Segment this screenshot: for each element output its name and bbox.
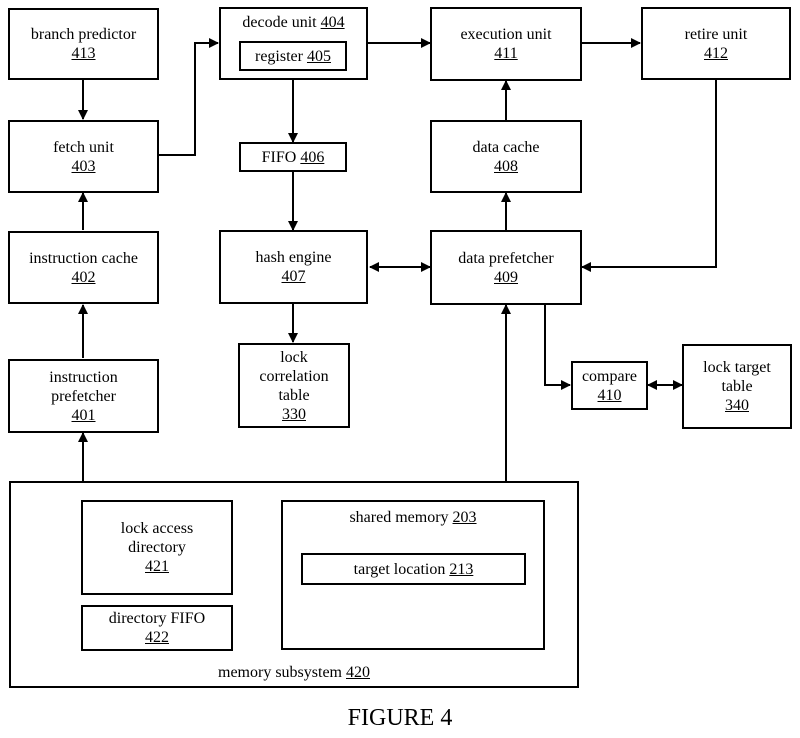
instruction-cache-block: instruction cache 402	[8, 231, 159, 304]
lock-correlation-table-block: lock correlation table 330	[238, 343, 350, 428]
retire-unit-block: retire unit 412	[641, 7, 791, 80]
decode-unit-label: decode unit	[242, 14, 317, 31]
fifo-ref: 406	[300, 148, 325, 166]
data-cache-label: data cache	[472, 138, 540, 156]
execution-unit-label: execution unit	[460, 26, 552, 43]
shared-memory-label: shared memory	[349, 509, 449, 526]
instruction-prefetcher-block: instruction prefetcher 401	[8, 359, 159, 433]
decode-unit-ref: 404	[320, 14, 345, 31]
instruction-prefetcher-ref: 401	[71, 406, 96, 424]
hash-engine-label: hash engine	[255, 249, 332, 266]
lock-access-directory-block: lock access directory 421	[81, 500, 233, 595]
retire-unit-label: retire unit	[684, 25, 748, 43]
shared-memory-ref: 203	[452, 509, 477, 526]
instruction-prefetcher-label-2: prefetcher	[51, 387, 116, 405]
retire-unit-ref: 412	[704, 44, 728, 62]
execution-unit-ref: 411	[494, 45, 518, 62]
compare-ref: 410	[597, 386, 622, 404]
memory-subsystem-ref: 420	[346, 664, 370, 681]
fifo-label: FIFO	[261, 148, 297, 166]
branch-predictor-label: branch predictor	[30, 26, 137, 43]
lock-correlation-table-label-1: lock	[280, 348, 308, 366]
data-cache-ref: 408	[494, 157, 518, 175]
register-label: register	[255, 47, 303, 65]
register-ref: 405	[306, 47, 331, 65]
lock-correlation-table-ref: 330	[282, 405, 306, 423]
lock-access-directory-ref: 421	[145, 558, 169, 575]
lock-access-directory-label-1: lock access	[120, 520, 194, 537]
fetch-unit-ref: 403	[71, 157, 96, 175]
instruction-cache-ref: 402	[71, 268, 96, 286]
branch-predictor-ref: 413	[71, 45, 96, 62]
figure-caption: FIGURE 4	[347, 705, 453, 731]
instruction-prefetcher-label-1: instruction	[49, 368, 118, 386]
compare-block: compare 410	[571, 361, 648, 410]
arrow-fetch-to-decode	[159, 38, 219, 156]
lock-correlation-table-label-3: table	[278, 386, 310, 404]
lock-target-table-block: lock target table 340	[682, 344, 792, 429]
fetch-unit-label: fetch unit	[53, 138, 114, 156]
execution-unit-block: execution unit 411	[430, 7, 582, 81]
compare-label: compare	[581, 367, 638, 385]
fetch-unit-block: fetch unit 403	[8, 120, 159, 193]
directory-fifo-label: directory FIFO	[108, 610, 206, 627]
lock-target-table-label-2: table	[721, 378, 753, 395]
lock-target-table-label-1: lock target	[703, 359, 771, 376]
target-location-label: target location	[353, 560, 446, 578]
directory-fifo-block: directory FIFO 422	[81, 605, 233, 651]
hash-engine-ref: 407	[281, 268, 306, 285]
lock-target-table-ref: 340	[725, 397, 749, 414]
data-cache-block: data cache 408	[430, 120, 582, 193]
memory-subsystem-label: memory subsystem	[218, 664, 342, 681]
target-location-ref: 213	[449, 560, 474, 578]
hash-engine-block: hash engine 407	[219, 230, 368, 304]
data-prefetcher-block: data prefetcher 409	[430, 230, 582, 305]
arrow-dprefetch-to-compare	[544, 304, 571, 390]
lock-correlation-table-label-2: correlation	[259, 367, 329, 385]
instruction-cache-label: instruction cache	[29, 249, 138, 267]
directory-fifo-ref: 422	[145, 629, 169, 646]
branch-predictor-block: branch predictor 413	[8, 8, 159, 80]
arrow-retire-to-dprefetch	[581, 80, 717, 272]
data-prefetcher-label: data prefetcher	[458, 249, 554, 267]
lock-access-directory-label-2: directory	[128, 539, 186, 556]
data-prefetcher-ref: 409	[494, 268, 518, 286]
